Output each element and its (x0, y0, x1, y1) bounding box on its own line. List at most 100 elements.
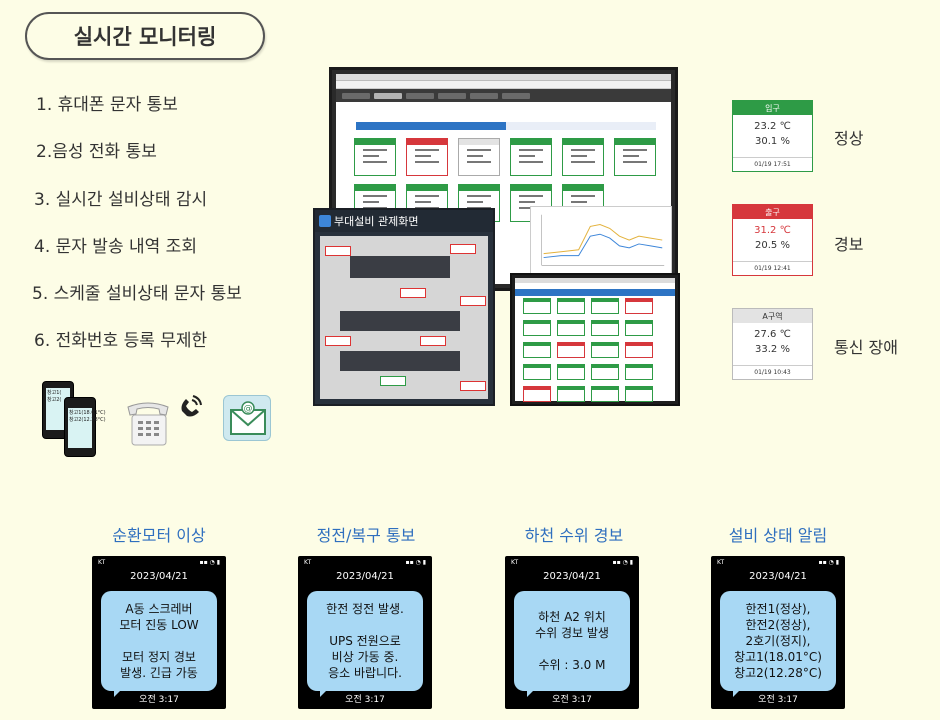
sensor-card (625, 298, 653, 314)
tab-active (356, 122, 506, 130)
sensor-card (625, 386, 653, 402)
sms-bubble-tail (320, 687, 330, 697)
floor-plan (320, 236, 488, 399)
phone-status-bar: KT▪▪ ◔ ▮ (298, 556, 432, 568)
sensor-card (523, 320, 551, 336)
status-humidity: 20.5 % (755, 240, 790, 251)
map-header: 부대설비 관제화면 (315, 210, 493, 232)
browser-tabbar (336, 74, 671, 81)
status-humidity: 33.2 % (755, 344, 790, 355)
sensor-card (562, 138, 604, 176)
sensor-tag (460, 296, 486, 306)
sms-phone: KT▪▪ ◔ ▮ 2023/04/21 A동 스크레버 모터 진동 LOW 모터… (92, 556, 226, 709)
signal-icon: ▪▪ ◔ ▮ (818, 558, 839, 566)
svg-text:@: @ (244, 404, 253, 414)
status-temperature: 23.2 ℃ (754, 121, 791, 132)
phone-status-bar: KT▪▪ ◔ ▮ (92, 556, 226, 568)
sensor-card (557, 298, 585, 314)
status-humidity: 30.1 % (755, 136, 790, 147)
sensor-card (591, 298, 619, 314)
floor-block (340, 311, 460, 331)
sms-title: 하천 수위 경보 (524, 526, 624, 545)
status-card-normal: 입구 23.2 ℃ 30.1 % 01/19 17:51 (732, 100, 813, 172)
sensor-tag (380, 376, 406, 386)
email-icon: @ (223, 395, 271, 441)
sensor-card (523, 342, 551, 358)
carrier-label: KT (717, 558, 725, 566)
feature-item: 2.음성 전화 통보 (36, 142, 157, 162)
feature-item: 1. 휴대폰 문자 통보 (36, 95, 178, 115)
sensor-card (523, 298, 551, 314)
map-title: 부대설비 관제화면 (334, 215, 419, 228)
sms-bubble: 한전1(정상), 한전2(정상), 2호기(정지), 창고1(18.01°C) … (720, 591, 836, 691)
status-temperature: 31.2 ℃ (754, 225, 791, 236)
notification-devices: 창고1( 창고2( 창고1(18.01°C) 창고2(12.28°C) @ (40, 375, 280, 465)
status-timestamp: 01/19 12:41 (733, 261, 812, 275)
feature-item: 6. 전화번호 등록 무제한 (34, 331, 208, 351)
status-card-alarm: 출구 31.2 ℃ 20.5 % 01/19 12:41 (732, 204, 813, 276)
sms-time: 오전 3:17 (758, 695, 798, 705)
sensor-card (354, 138, 396, 176)
sms-time: 오전 3:17 (345, 695, 385, 705)
mobile-phone-icon: 창고1(18.01°C) 창고2(12.28°C) (64, 397, 106, 457)
sensor-tag (400, 288, 426, 298)
tab-inactive (506, 122, 656, 130)
sms-title: 순환모터 이상 (112, 526, 206, 545)
sensor-tag (325, 336, 351, 346)
sensor-card (625, 364, 653, 380)
phone-text: 창고1(18.01°C) (69, 410, 106, 416)
sensor-card (591, 364, 619, 380)
sms-phone: KT ▪▪ ◔ ▮ 2023/04/21 하천 A2 위치 수위 경보 발생 수위… (505, 556, 639, 709)
carrier-label: KT (511, 558, 519, 566)
sensor-card (510, 138, 552, 176)
feature-item: 4. 문자 발송 내역 조회 (34, 237, 197, 257)
sensor-card (557, 364, 585, 380)
status-label-comm-fault: 통신 장애 (834, 338, 898, 357)
carrier-label: KT (98, 558, 106, 566)
sensor-card (625, 342, 653, 358)
phone-status-bar: KT ▪▪ ◔ ▮ (711, 556, 845, 568)
laptop-navbar (515, 289, 675, 296)
sms-bubble-tail (733, 687, 743, 697)
facility-map-window: 부대설비 관제화면 (313, 208, 495, 406)
phone-text: 창고2(12.28°C) (69, 417, 106, 423)
phone-text: 창고1( (47, 390, 62, 396)
view-tabs (356, 122, 656, 130)
sensor-card (523, 364, 551, 380)
sms-phone: KT▪▪ ◔ ▮ 2023/04/21 한전1(정상), 한전2(정상), 2호… (711, 556, 845, 709)
status-card-header: 출구 (733, 205, 812, 219)
feature-item: 5. 스케줄 설비상태 문자 통보 (32, 284, 242, 304)
sms-time: 오전 3:17 (552, 695, 592, 705)
sms-bubble-tail (527, 687, 537, 697)
sms-bubble: A동 스크레버 모터 진동 LOW 모터 정지 경보 발생. 긴급 가동 (101, 591, 217, 691)
app-navbar (336, 89, 671, 102)
phone-text: 창고2( (47, 397, 62, 403)
sensor-card (406, 138, 448, 176)
sensor-tag (450, 244, 476, 254)
floor-block (350, 256, 450, 278)
sensor-card (557, 386, 585, 402)
status-timestamp: 01/19 10:43 (733, 365, 812, 379)
sms-bubble: 한전 정전 발생. UPS 전원으로 비상 가동 중. 응소 바랍니다. (307, 591, 423, 691)
sms-title: 설비 상태 알림 (728, 526, 828, 545)
sensor-card (591, 320, 619, 336)
status-card-comm-fault: A구역 27.6 ℃ 33.2 % 01/19 10:43 (732, 308, 813, 380)
signal-icon: ▪▪ ◔ ▮ (405, 558, 426, 566)
sensor-card (557, 320, 585, 336)
signal-icon: ▪▪ ◔ ▮ (612, 558, 633, 566)
sensor-card (614, 138, 656, 176)
sensor-card (458, 138, 500, 176)
sensor-card (591, 386, 619, 402)
sensor-card (625, 320, 653, 336)
desk-phone-icon (127, 402, 169, 446)
sms-date: 2023/04/21 (336, 571, 394, 582)
sms-phone: KT▪▪ ◔ ▮ 2023/04/21 한전 정전 발생. UPS 전원으로 비… (298, 556, 432, 709)
floor-block (340, 351, 460, 371)
sms-date: 2023/04/21 (543, 571, 601, 582)
sms-time: 오전 3:17 (139, 695, 179, 705)
sms-title: 정전/복구 통보 (316, 526, 416, 545)
status-card-header: 입구 (733, 101, 812, 115)
sms-bubble: 하천 A2 위치 수위 경보 발생 수위 : 3.0 M (514, 591, 630, 691)
browser-addressbar (336, 81, 671, 89)
status-timestamp: 01/19 17:51 (733, 157, 812, 171)
